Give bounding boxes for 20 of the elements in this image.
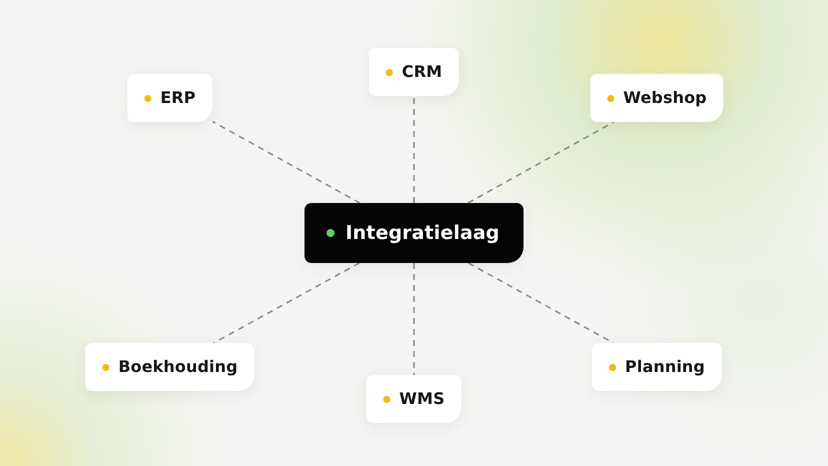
system-card [368, 48, 460, 96]
node-label: ERP [160, 88, 196, 108]
node-label: Webshop [623, 88, 707, 108]
system-card [366, 375, 462, 423]
node-label: Planning [625, 357, 705, 377]
dashed-connector [213, 262, 360, 344]
system-card [590, 74, 724, 122]
dashed-connector [212, 120, 360, 204]
hub-box [304, 203, 524, 263]
system-card [592, 343, 722, 391]
node-label: Boekhouding [118, 357, 238, 377]
dashed-connector [413, 263, 415, 375]
node-label: CRM [402, 62, 442, 82]
dashed-connector [413, 96, 415, 203]
dashed-connector [468, 121, 614, 204]
node-label: Integratielaag [346, 222, 500, 244]
dashed-connector [468, 262, 614, 344]
node-label: WMS [399, 389, 445, 409]
system-card [85, 343, 255, 391]
system-card [127, 74, 213, 122]
